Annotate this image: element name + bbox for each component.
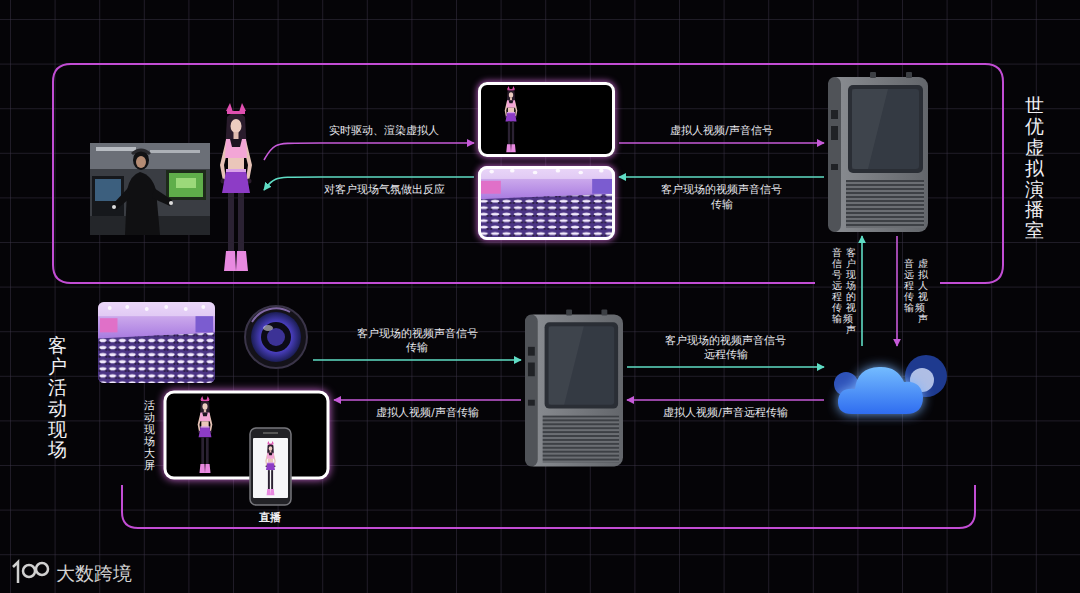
venue-region: 客户活动现场活动现场大屏直播 bbox=[40, 290, 985, 530]
signal-arrow bbox=[264, 143, 474, 160]
big-screen-art bbox=[165, 392, 328, 478]
performer-photo bbox=[96, 147, 136, 151]
camera-art bbox=[245, 306, 307, 368]
node-heading: 直播 bbox=[248, 510, 292, 525]
phone-live: 直播 bbox=[248, 426, 294, 527]
performer-photo bbox=[125, 172, 160, 235]
region-outline bbox=[122, 485, 975, 528]
performer-photo bbox=[132, 150, 150, 154]
signal-arrow bbox=[627, 399, 824, 401]
venue-feed-art bbox=[478, 166, 615, 240]
signal-arrow bbox=[896, 236, 898, 346]
signal-arrow bbox=[627, 366, 824, 368]
preview-screen-art bbox=[478, 82, 615, 157]
edge-label: 虚拟人视频/声音信号 bbox=[670, 123, 773, 138]
edge-label: 虚拟人视频/声音远程传输 bbox=[663, 405, 788, 420]
preview-screen-art bbox=[505, 86, 518, 152]
performer-photo bbox=[169, 201, 173, 205]
preview-screen bbox=[478, 82, 615, 157]
watermark: 大数跨境 bbox=[56, 561, 132, 587]
region-outline bbox=[40, 290, 985, 530]
streaming-device bbox=[828, 72, 928, 232]
performer-photo bbox=[90, 143, 210, 235]
performer-photo bbox=[166, 170, 206, 200]
phone-art bbox=[250, 428, 291, 505]
venue-feed-screen bbox=[478, 166, 615, 240]
signal-arrow bbox=[313, 359, 521, 361]
cloud-art bbox=[834, 355, 947, 414]
edge-label: 客户现场的视频 声音信号远程传输 bbox=[832, 247, 856, 335]
phone-art bbox=[253, 438, 288, 498]
performer-photo bbox=[90, 143, 210, 169]
performer-photo bbox=[152, 188, 172, 206]
cloud-art bbox=[838, 367, 923, 414]
phone-art bbox=[250, 428, 291, 505]
device-art bbox=[525, 310, 623, 467]
studio-region: 世优虚拟演播室 bbox=[52, 63, 1062, 285]
camera-art bbox=[245, 306, 307, 368]
device-art bbox=[828, 72, 928, 232]
phone-art bbox=[263, 432, 278, 434]
edge-label: 客户现场的视频声音信号 传输 bbox=[357, 326, 478, 355]
venue-photo bbox=[98, 302, 215, 383]
virtual-human-figure bbox=[212, 103, 260, 273]
performer-photo bbox=[92, 176, 124, 216]
region-outline bbox=[52, 63, 1062, 285]
edge-label: 虚拟人视频/声音传输 bbox=[376, 405, 479, 420]
performer-photo bbox=[112, 205, 116, 209]
performer-photo bbox=[136, 156, 146, 168]
venue-feed-art bbox=[478, 166, 615, 240]
watermark-logo bbox=[36, 563, 48, 575]
performer-photo bbox=[150, 150, 200, 153]
node-heading: 世优虚拟演播室 bbox=[1025, 95, 1044, 241]
signal-arrow bbox=[861, 236, 863, 346]
watermark-logo bbox=[23, 565, 35, 577]
edge-label: 客户现场的视频声音信号 远程传输 bbox=[665, 333, 786, 362]
streaming-device bbox=[525, 308, 623, 468]
signal-arrow bbox=[619, 176, 824, 178]
signal-arrow bbox=[334, 399, 521, 401]
node-heading: 客户活动现场 bbox=[48, 335, 67, 460]
watermark-logo bbox=[13, 562, 18, 583]
edge-label: 对客户现场气氛做出反应 bbox=[324, 182, 445, 197]
venue-big-screen: 活动现场大屏 bbox=[140, 390, 330, 480]
performer-photo bbox=[95, 179, 121, 201]
performer-photo bbox=[176, 178, 196, 188]
camera-art bbox=[261, 322, 291, 352]
performer-photo bbox=[112, 188, 130, 210]
virtual-human-art bbox=[220, 103, 252, 271]
phone-art bbox=[265, 441, 275, 495]
cloud-node bbox=[828, 350, 953, 420]
signal-arrow bbox=[619, 142, 824, 144]
performer-photo bbox=[133, 150, 149, 170]
edge-label: 实时驱动、渲染虚拟人 bbox=[329, 123, 439, 138]
preview-screen-art bbox=[478, 82, 615, 157]
performer-photo bbox=[169, 173, 203, 197]
camera-art bbox=[263, 325, 273, 331]
venue-photo bbox=[98, 302, 215, 383]
cloud-art bbox=[838, 367, 923, 414]
edge-label: 虚拟人视频 声音远程传输 bbox=[904, 258, 928, 324]
camera-node bbox=[243, 304, 309, 370]
region-outline bbox=[53, 64, 1003, 283]
performer-photo bbox=[90, 143, 210, 235]
camera-art bbox=[251, 312, 301, 362]
big-screen-art bbox=[165, 392, 328, 478]
node-heading: 活动现场大屏 bbox=[144, 400, 155, 473]
camera-art bbox=[252, 308, 290, 322]
edge-label: 客户现场的视频声音信号 传输 bbox=[661, 182, 782, 211]
watermark-logo bbox=[13, 562, 48, 583]
big-screen-art bbox=[198, 396, 213, 473]
